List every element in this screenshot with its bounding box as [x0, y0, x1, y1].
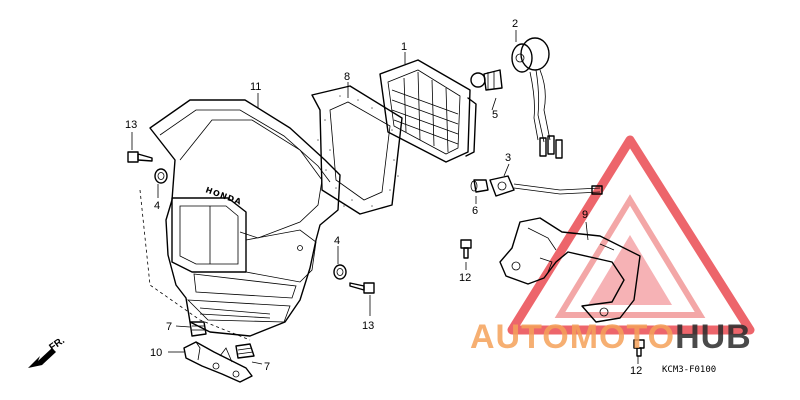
headlight-cowl: HONDA	[149, 99, 341, 337]
callout-7-left: 7	[166, 321, 172, 333]
callout-4-lower: 4	[334, 235, 340, 247]
headlight-unit	[379, 59, 477, 163]
callout-5: 5	[492, 109, 498, 121]
callout-7-right: 7	[264, 361, 270, 373]
front-arrow-icon	[28, 348, 56, 368]
cushion-left	[189, 321, 207, 337]
callout-4-upper: 4	[154, 200, 160, 212]
callout-9: 9	[582, 209, 588, 221]
mounting-stay	[183, 341, 253, 383]
callout-8: 8	[344, 71, 350, 83]
cowl-honda-marking: HONDA	[204, 185, 243, 206]
bolt-bracket-lower	[633, 339, 645, 357]
watermark-text-part2: HUB	[675, 318, 752, 356]
leader-lines	[131, 30, 639, 365]
callout-10: 10	[150, 347, 162, 359]
callout-13-upper: 13	[125, 119, 137, 131]
watermark-text: AUTOMOTOHUB	[470, 318, 752, 356]
headlight-bulb	[470, 69, 503, 91]
headlight-seal	[311, 85, 403, 215]
headlight-bracket	[499, 217, 641, 323]
callout-3: 3	[505, 152, 511, 164]
cushion-right	[235, 343, 255, 359]
diagram-code: KCM3-F0100	[662, 365, 716, 375]
watermark-text-part1: AUTOMOTO	[470, 318, 675, 356]
callout-12-upper: 12	[459, 272, 471, 284]
grommet-upper	[154, 168, 168, 184]
callout-2: 2	[512, 18, 518, 30]
front-direction-indicator: FR.	[28, 335, 67, 368]
position-light-socket	[489, 175, 603, 197]
bolt-bracket-upper	[460, 239, 472, 259]
callout-12-lower: 12	[630, 365, 642, 377]
callout-6: 6	[472, 205, 478, 217]
callout-1: 1	[401, 41, 407, 53]
bulb-socket-assembly	[511, 37, 563, 159]
bolt-lower-right	[349, 282, 375, 294]
position-bulb	[470, 179, 489, 193]
grommet-lower	[333, 264, 347, 280]
bolt-upper-left	[127, 151, 153, 163]
watermark-logo	[507, 135, 755, 335]
callout-13-lower: 13	[362, 320, 374, 332]
callout-11: 11	[250, 81, 261, 93]
